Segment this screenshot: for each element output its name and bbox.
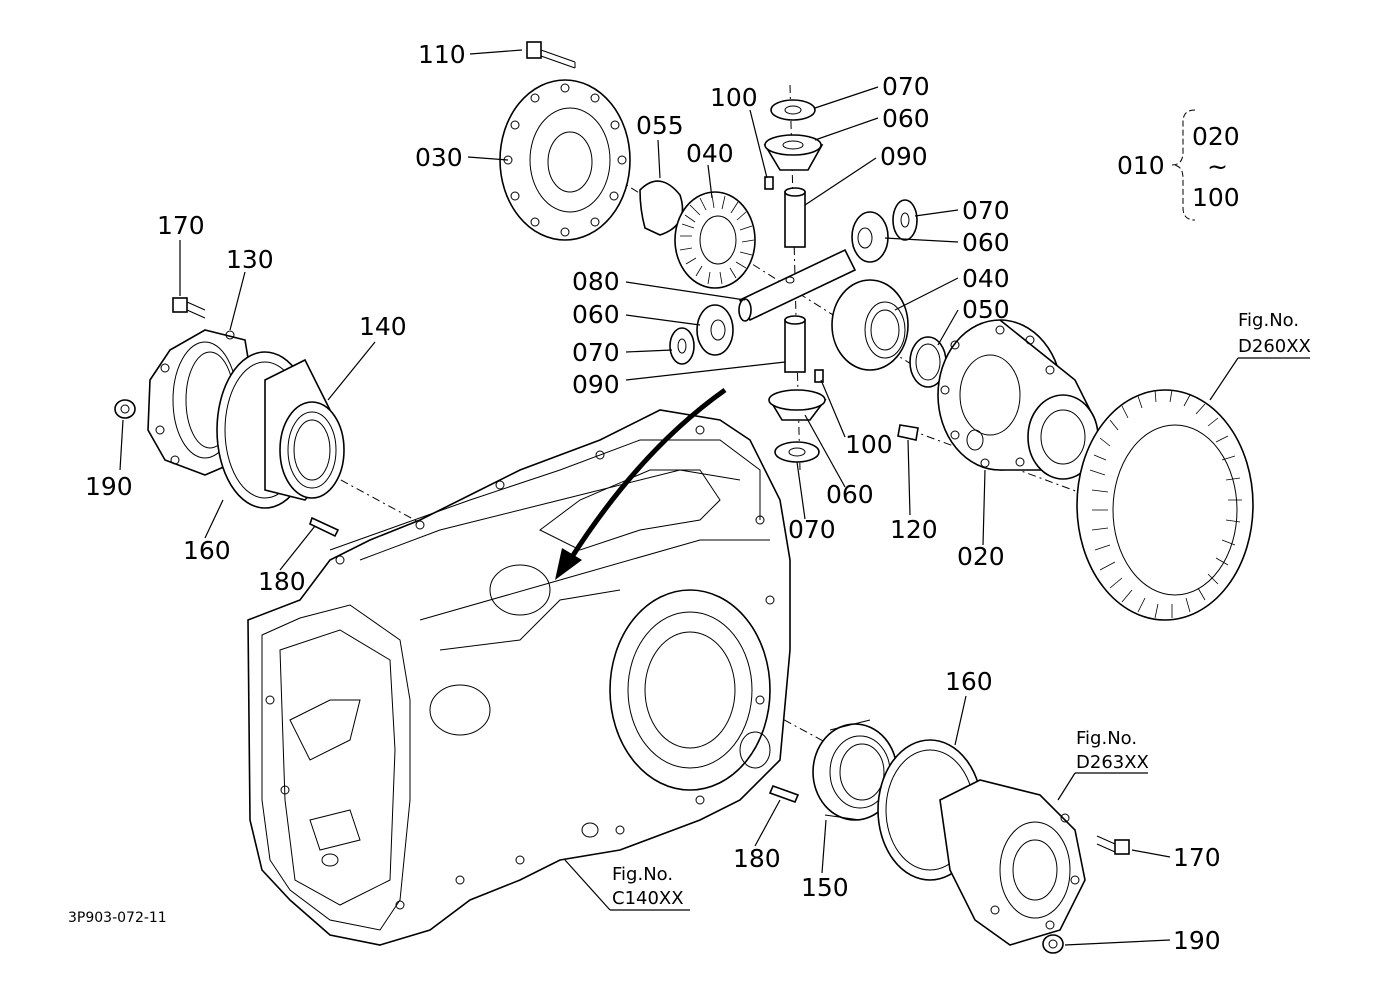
part-label-180: 180 (258, 567, 306, 596)
fig-ref-d263-code: D263XX (1076, 752, 1149, 773)
washer-070-top (770, 99, 816, 121)
pin-090-upper (764, 176, 806, 248)
assembly-bracket-labels: 010 020 ~ 100 (1117, 122, 1240, 212)
side-gear-040-right (831, 279, 909, 371)
washer-070-bottom (774, 441, 820, 463)
assembly-bracket (1171, 109, 1196, 221)
part-label-100: 100 (710, 83, 758, 112)
fig-ref-d263-prefix: Fig.No. (1076, 728, 1137, 749)
bolt-110 (526, 41, 576, 69)
bolt-170-right (1096, 835, 1130, 855)
part-label-100: 100 (845, 430, 893, 459)
fig-ref-d260-prefix: Fig.No. (1238, 310, 1299, 331)
nut-190-left (114, 399, 136, 419)
part-label-040: 040 (962, 264, 1010, 293)
transmission-case (247, 409, 791, 946)
fig-ref-c140-code: C140XX (612, 888, 684, 909)
fig-ref-d260-code: D260XX (1238, 336, 1311, 357)
pinion-gear-060-top (763, 134, 824, 171)
leader-lines (119, 49, 1310, 946)
part-label-070: 070 (962, 196, 1010, 225)
part-label-080: 080 (572, 267, 620, 296)
part-label-055: 055 (636, 111, 684, 140)
ring-gear (1076, 389, 1254, 621)
nut-190-right (1042, 934, 1064, 954)
pinion-shaft-080 (738, 248, 857, 322)
pinion-gear-060-bottom (768, 389, 827, 421)
washer-070-right (892, 199, 918, 241)
part-label-040: 040 (686, 139, 734, 168)
pinion-gear-060-right (851, 211, 889, 263)
bearing-150 (812, 719, 898, 821)
assembly-from-label: 020 (1192, 122, 1240, 151)
part-label-130: 130 (226, 245, 274, 274)
part-label-180: 180 (733, 844, 781, 873)
stud-180-left (309, 516, 340, 538)
drawing-id: 3P903-072-11 (68, 910, 167, 926)
part-label-050: 050 (962, 295, 1010, 324)
bearing-holder-plate (499, 79, 631, 241)
fig-ref-c140-prefix: Fig.No. (612, 864, 673, 885)
side-gear-040-left (674, 191, 756, 289)
differential-case-020 (937, 319, 1099, 480)
part-label-020: 020 (957, 542, 1005, 571)
part-label-120: 120 (890, 515, 938, 544)
figure-reference-labels: Fig.No. D260XX Fig.No. D263XX Fig.No. C1… (612, 310, 1311, 909)
part-label-170: 170 (1173, 843, 1221, 872)
part-label-140: 140 (359, 312, 407, 341)
part-number-labels: 110 030 055 040 100 070 060 090 070 060 … (85, 40, 1221, 955)
pin-120 (897, 424, 919, 441)
part-label-090: 090 (572, 370, 620, 399)
washer-070-left (669, 327, 695, 365)
part-label-060: 060 (826, 480, 874, 509)
bearing-holder-right (939, 779, 1086, 946)
assembly-parent-label: 010 (1117, 151, 1165, 180)
assembly-direction-arrow (555, 387, 727, 580)
pin-090-lower (784, 315, 824, 383)
part-label-190: 190 (85, 472, 133, 501)
bearing-140 (264, 358, 345, 501)
part-label-060: 060 (882, 104, 930, 133)
pinion-gear-060-left (696, 304, 734, 356)
part-label-110: 110 (418, 40, 466, 69)
part-label-160: 160 (183, 536, 231, 565)
part-label-190: 190 (1173, 926, 1221, 955)
part-label-160: 160 (945, 667, 993, 696)
part-label-070: 070 (572, 338, 620, 367)
assembly-tilde: ~ (1207, 152, 1228, 181)
stud-180-right (768, 784, 800, 804)
assembly-to-label: 100 (1192, 183, 1240, 212)
part-label-060: 060 (572, 300, 620, 329)
part-label-070: 070 (788, 515, 836, 544)
part-label-090: 090 (880, 142, 928, 171)
part-label-060: 060 (962, 228, 1010, 257)
bolt-170-left (172, 297, 206, 319)
part-label-170: 170 (157, 211, 205, 240)
part-label-030: 030 (415, 143, 463, 172)
part-label-070: 070 (882, 72, 930, 101)
part-label-150: 150 (801, 873, 849, 902)
